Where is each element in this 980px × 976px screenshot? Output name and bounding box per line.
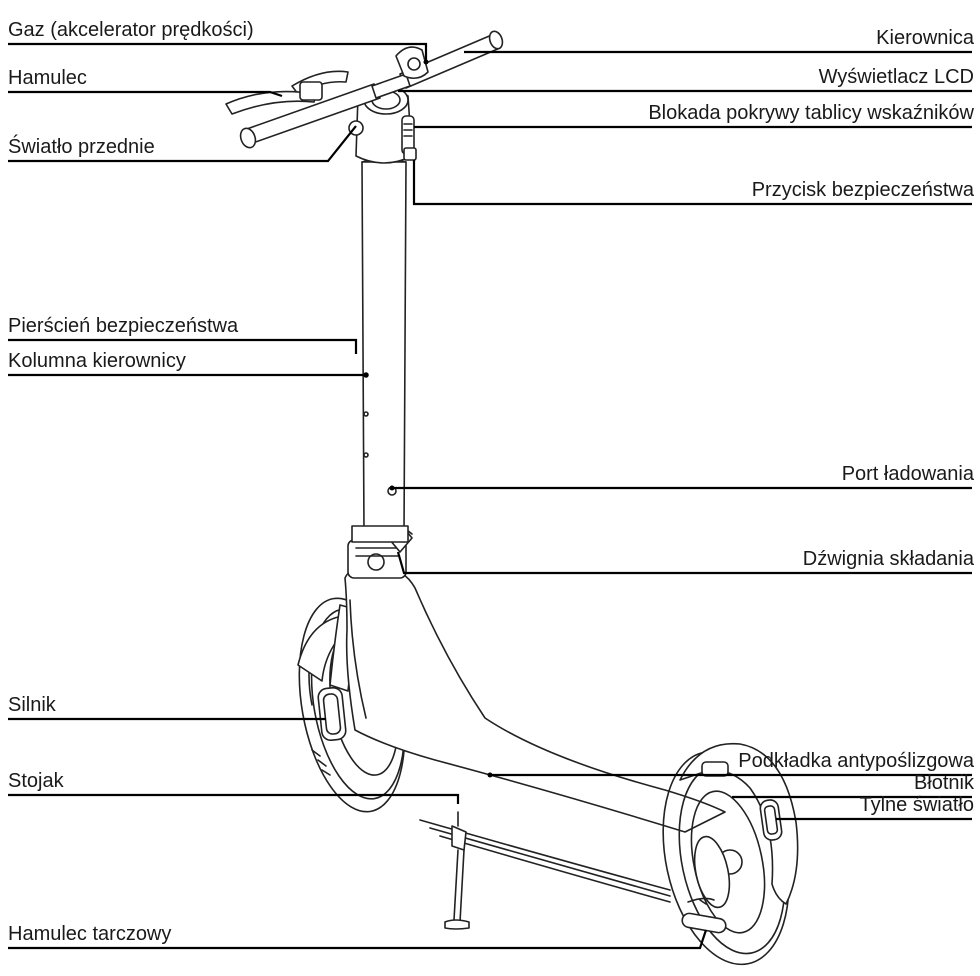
leader-throttle — [8, 44, 426, 62]
label-motor: Silnik — [8, 694, 56, 716]
leader-brake — [8, 92, 282, 96]
label-deck: Podkładka antypoślizgowa — [738, 750, 974, 772]
label-charging-port: Port ładowania — [842, 463, 974, 485]
kickstand — [445, 812, 469, 929]
disc-brake — [681, 833, 735, 933]
stem — [352, 159, 408, 542]
label-front-light: Światło przednie — [8, 136, 155, 158]
label-disc-brake: Hamulec tarczowy — [8, 923, 171, 945]
label-safety-ring: Pierścień bezpieczeństwa — [8, 315, 238, 337]
label-safety-button: Przycisk bezpieczeństwa — [752, 179, 974, 201]
label-handlebar: Kierownica — [876, 27, 974, 49]
label-rear-light: Tylne światło — [860, 794, 975, 816]
label-throttle: Gaz (akcelerator prędkości) — [8, 19, 254, 41]
motor-hub — [317, 687, 346, 741]
label-kickstand: Stojak — [8, 770, 64, 792]
label-brake: Hamulec — [8, 67, 87, 89]
label-stem: Kolumna kierownicy — [8, 350, 186, 372]
label-folding-lever: Dźwignia składania — [803, 548, 974, 570]
label-lcd: Wyświetlacz LCD — [819, 66, 974, 88]
label-dashboard-lock: Blokada pokrywy tablicy wskaźników — [648, 102, 974, 124]
label-fender: Błotnik — [914, 772, 974, 794]
